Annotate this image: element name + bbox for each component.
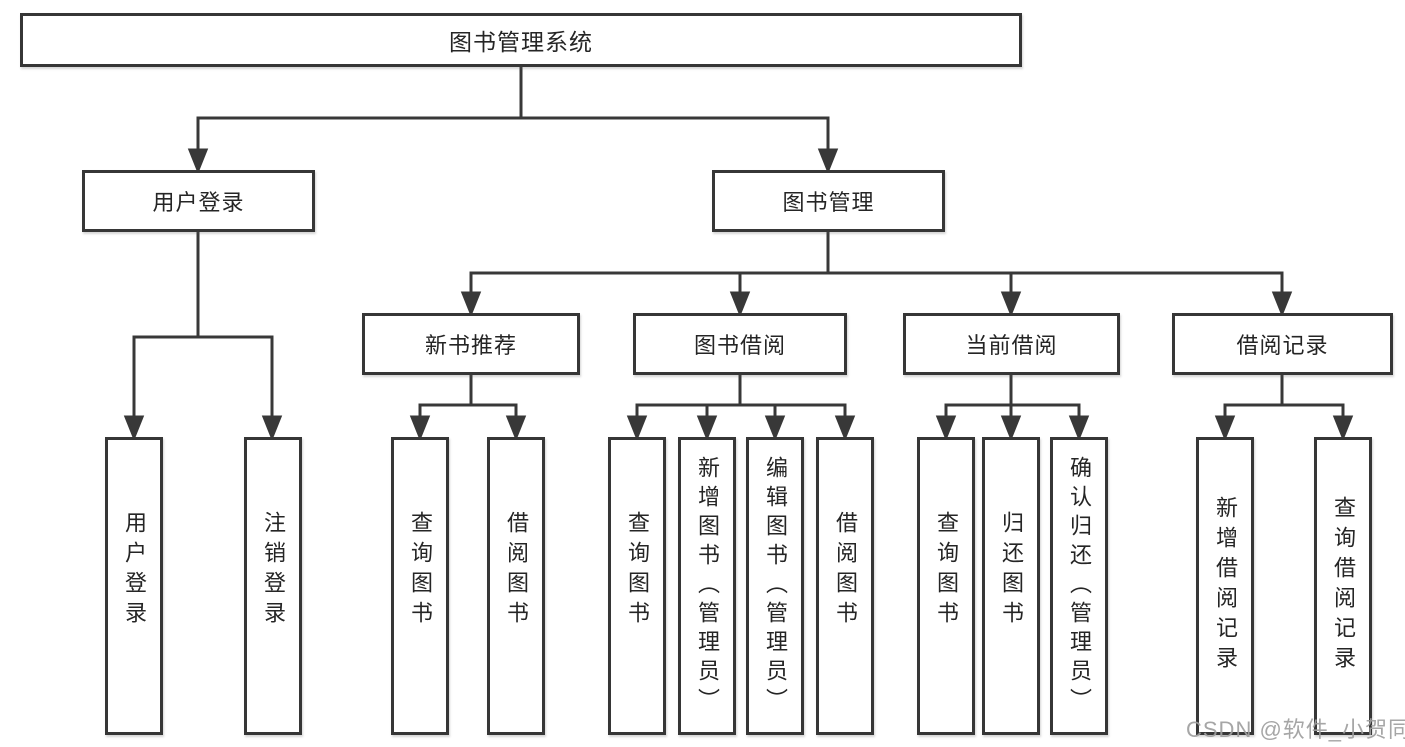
leaf-return-books: 归还图书 [982,437,1040,735]
leaf-confirm-return-admin: 确认归还（管理员） [1050,437,1108,735]
node-new-book-recommend: 新书推荐 [362,313,580,375]
node-book-borrowing: 图书借阅 [633,313,847,375]
arrowhead [1214,415,1236,442]
arrowhead [935,415,957,442]
arrowhead [817,148,839,175]
arrowhead [834,415,856,442]
leaf-logout: 注销登录 [244,437,302,735]
node-root-system: 图书管理系统 [20,13,1022,67]
arrowhead [764,415,786,442]
arrowhead [261,415,283,442]
node-borrowing-records: 借阅记录 [1172,313,1393,375]
arrowhead [460,291,482,318]
arrowhead [123,415,145,442]
leaf-query-borrow-record: 查询借阅记录 [1314,437,1372,735]
leaf-query-books-borrowing: 查询图书 [608,437,666,735]
csdn-watermark: CSDN @软件_小贺同学 [1186,717,1405,742]
leaf-borrow-books-borrowing: 借阅图书 [816,437,874,735]
leaf-add-borrow-record: 新增借阅记录 [1196,437,1254,735]
arrowhead [409,415,431,442]
arrowhead [505,415,527,442]
arrowhead [626,415,648,442]
arrowhead [729,291,751,318]
leaf-edit-book-admin: 编辑图书（管理员） [746,437,804,735]
leaf-query-books-recommend: 查询图书 [391,437,449,735]
arrowhead [1332,415,1354,442]
node-book-management: 图书管理 [712,170,945,232]
arrowhead [187,148,209,175]
arrowhead [1000,415,1022,442]
leaf-add-book-admin: 新增图书（管理员） [678,437,736,735]
arrowhead [1271,291,1293,318]
arrowhead [1068,415,1090,442]
leaf-borrow-books-recommend: 借阅图书 [487,437,545,735]
arrowhead [696,415,718,442]
arrowhead [1000,291,1022,318]
node-user-login: 用户登录 [82,170,315,232]
leaf-query-books-current: 查询图书 [917,437,975,735]
leaf-user-login: 用户登录 [105,437,163,735]
node-current-borrowing: 当前借阅 [903,313,1120,375]
